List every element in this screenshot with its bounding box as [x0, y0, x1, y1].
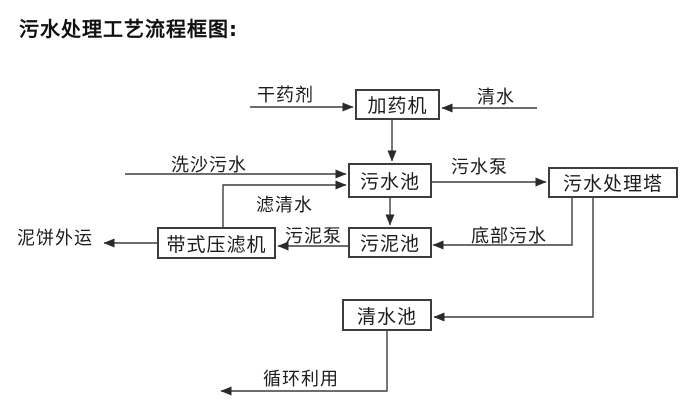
flow-label-sludge-pump: 污泥泵: [285, 226, 342, 247]
diagram-title: 污水处理工艺流程框图:: [19, 17, 238, 41]
arrow-bottom-sewage-to-sludge-pool: [432, 197, 573, 250]
flow-label-dry-chemical: 干药剂: [257, 85, 314, 106]
flow-label-sand-washing-sewage: 洗沙污水: [171, 155, 247, 176]
node-dosing-machine: 加药机: [355, 89, 440, 120]
node-sewage-pool: 污水池: [348, 163, 432, 198]
arrow-treatment-tower-to-clean-water-pool: [433, 197, 594, 322]
node-sludge-pool: 污泥池: [348, 227, 432, 258]
node-clean-water-pool: 清水池: [342, 299, 432, 331]
flow-label-mud-cake-out: 泥饼外运: [17, 228, 93, 249]
flow-label-filtered-water: 滤清水: [256, 195, 313, 216]
node-sewage-treatment-tower: 污水处理塔: [548, 167, 678, 198]
flow-label-recycle: 循环利用: [263, 369, 339, 390]
arrow-recycle-out: [220, 331, 388, 396]
node-belt-filter-press: 带式压滤机: [157, 227, 276, 259]
flow-label-sewage-pump: 污水泵: [451, 157, 508, 178]
flow-label-clean-water: 清水: [477, 87, 515, 108]
arrow-filtered-water-to-sewage-pool: [222, 180, 347, 227]
flow-label-bottom-sewage: 底部污水: [471, 226, 547, 247]
